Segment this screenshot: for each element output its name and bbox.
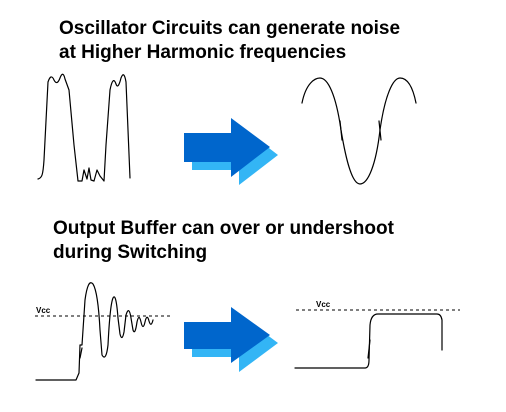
output-buffer-heading-line-2: during Switching bbox=[53, 242, 208, 263]
oscillator-heading: Oscillator Circuits can generate noise a… bbox=[59, 17, 499, 65]
oscillator-heading-line-1: Oscillator Circuits can generate noise bbox=[59, 18, 401, 39]
oscillator-heading-line-2: at Higher Harmonic frequencies bbox=[59, 42, 347, 63]
output-buffer-heading-line-1: Output Buffer can over or undershoot bbox=[53, 218, 394, 239]
vcc-label-2: Vcc bbox=[316, 300, 331, 309]
vcc-label-1: Vcc bbox=[36, 306, 51, 315]
output-buffer-heading: Output Buffer can over or undershoot dur… bbox=[53, 217, 493, 265]
